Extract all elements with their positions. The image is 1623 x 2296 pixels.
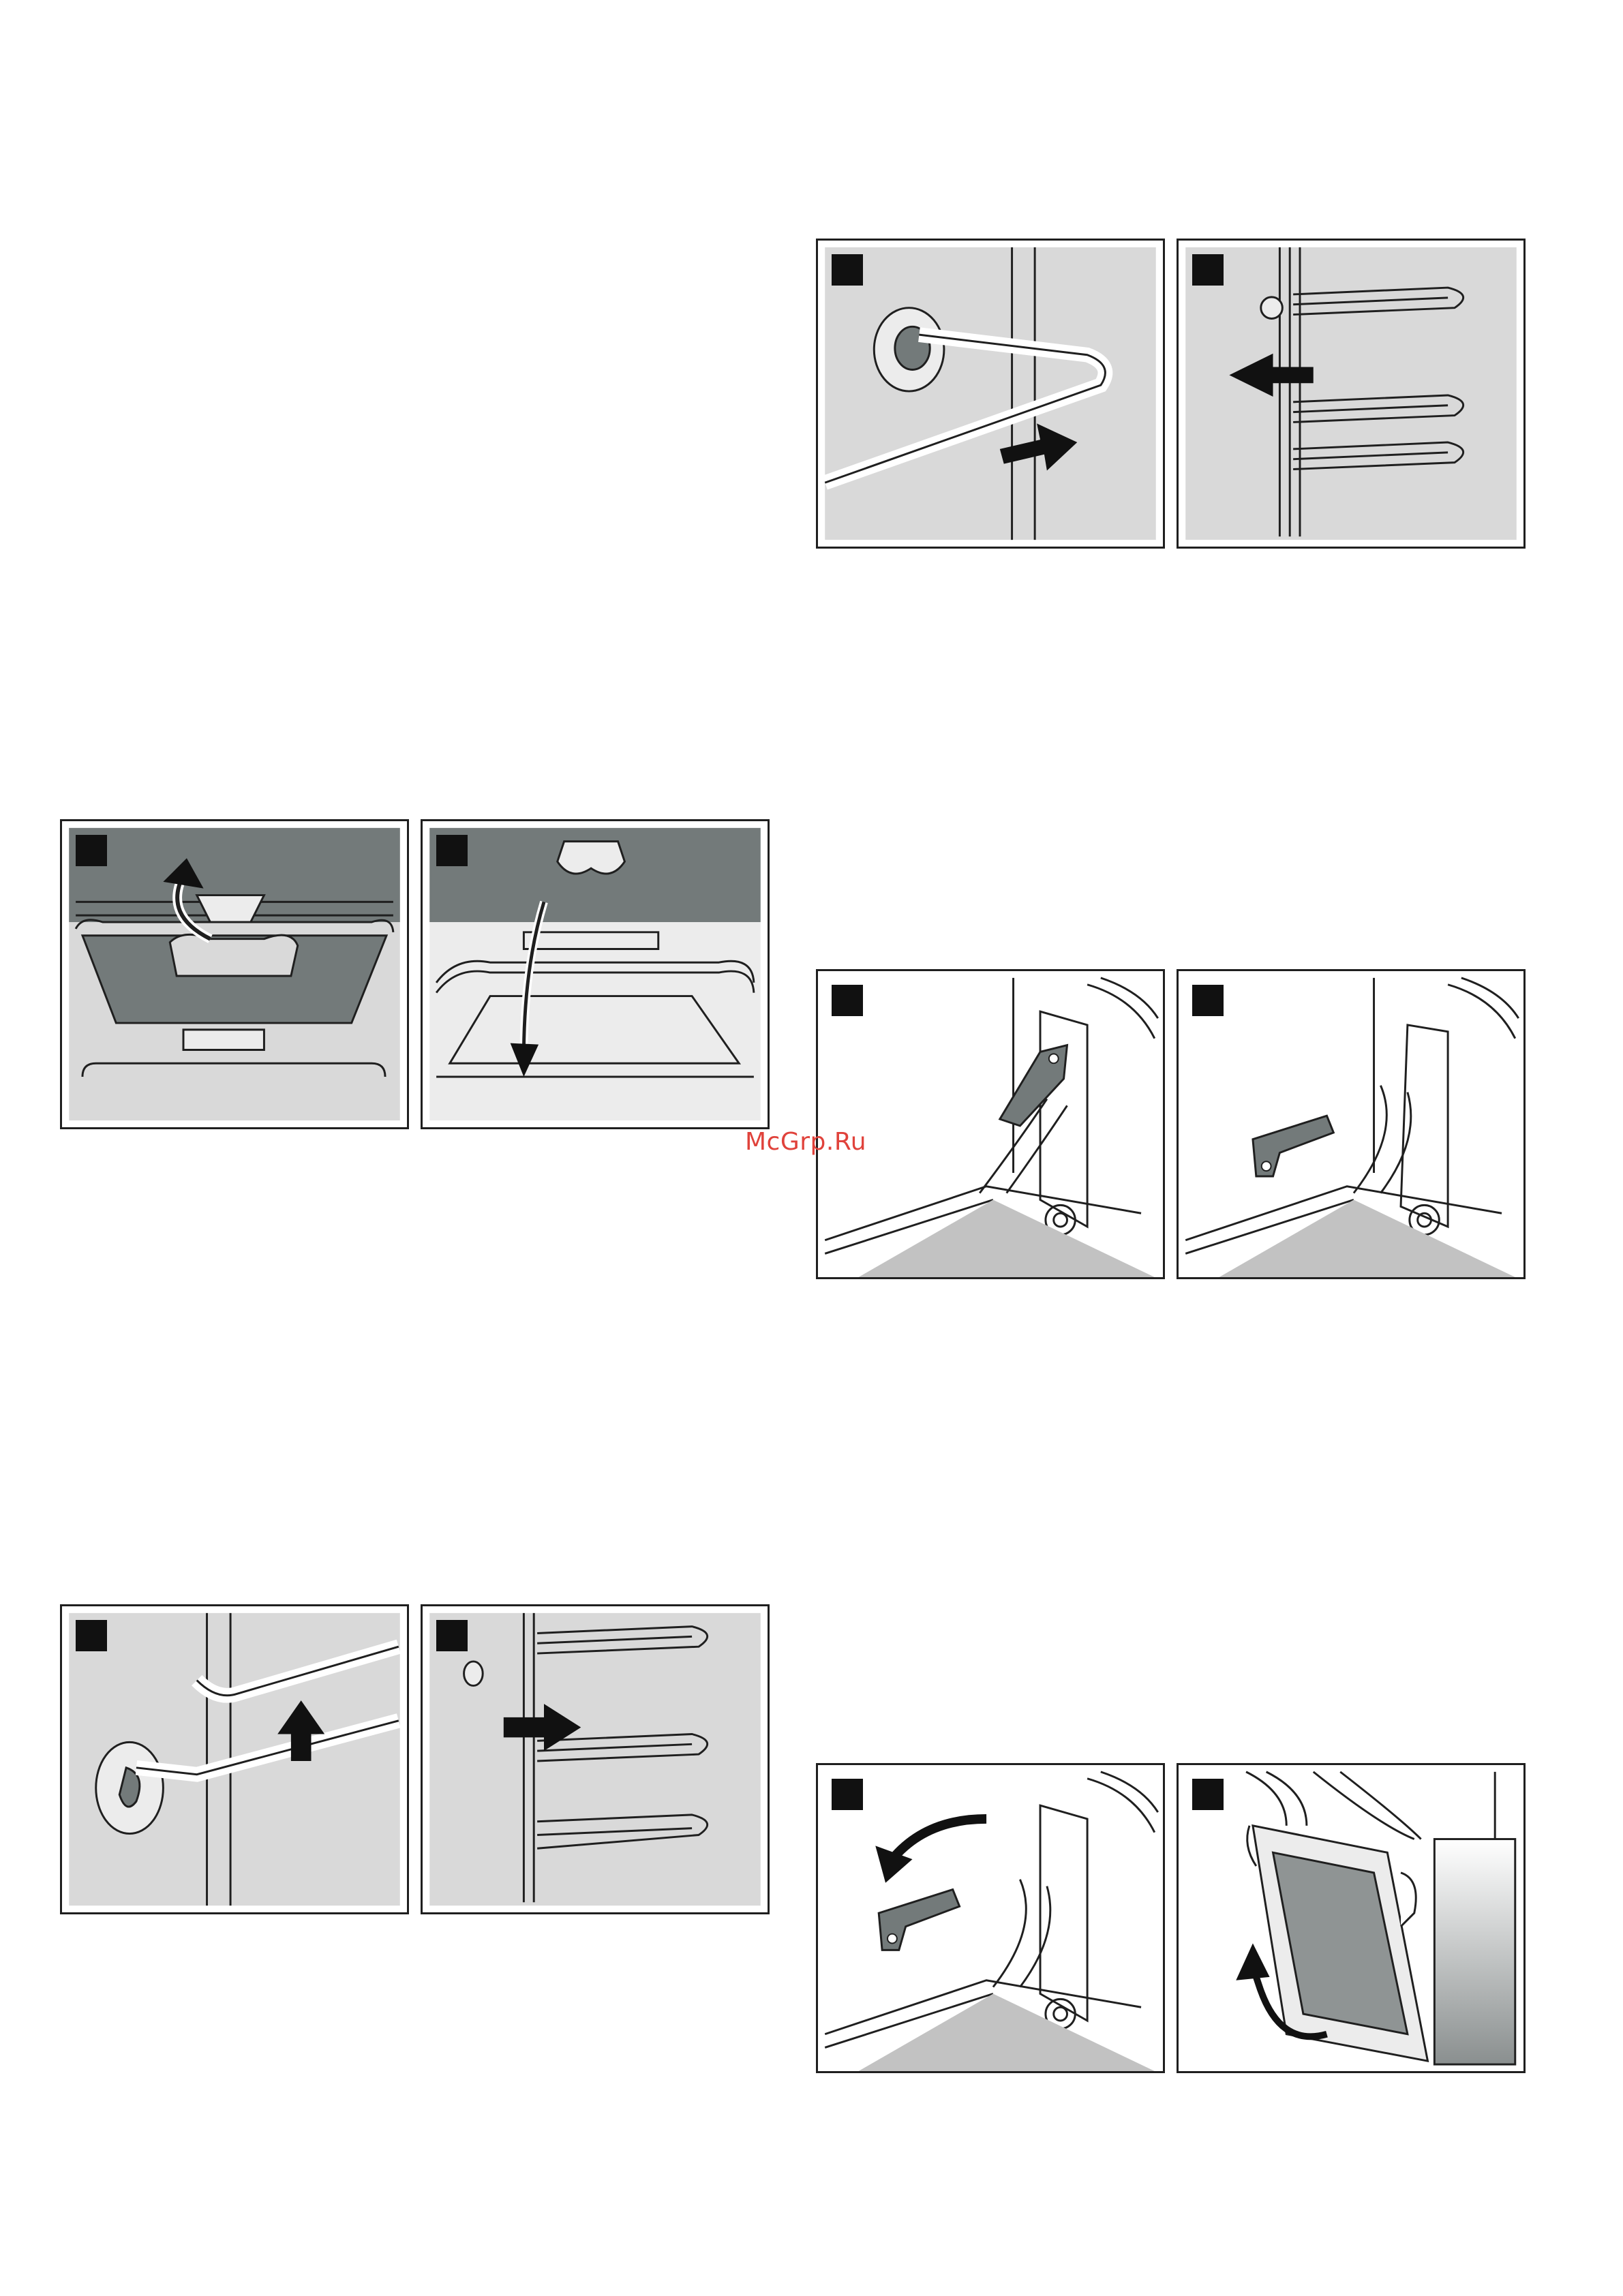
figure-rack-clip-insert <box>421 819 770 1129</box>
step-marker-icon <box>832 254 863 286</box>
figure-door-hinge-lever-swing <box>816 1763 1165 2073</box>
rail-removal-right-illustration <box>1179 241 1523 547</box>
step-marker-icon <box>1192 1779 1224 1810</box>
figure-door-lift-off <box>1177 1763 1526 2073</box>
step-marker-icon <box>436 835 468 866</box>
rack-clip-lift-illustration <box>62 821 407 1127</box>
step-marker-icon <box>832 985 863 1016</box>
step-marker-icon <box>832 1779 863 1810</box>
figure-rail-removal-left <box>816 239 1165 549</box>
figure-rack-clip-lift <box>60 819 409 1129</box>
rail-fit-right-illustration <box>423 1606 768 1912</box>
rail-fit-left-illustration <box>62 1606 407 1912</box>
step-marker-icon <box>76 835 107 866</box>
figure-door-hinge-lever-open <box>1177 969 1526 1279</box>
step-marker-icon <box>1192 254 1224 286</box>
figure-rail-fit-left <box>60 1604 409 1914</box>
rack-clip-insert-illustration <box>423 821 768 1127</box>
door-hinge-lever-closed-illustration <box>818 971 1163 1277</box>
watermark: McGrp.Ru <box>745 1128 866 1156</box>
step-marker-icon <box>1192 985 1224 1016</box>
step-marker-icon <box>76 1620 107 1651</box>
rail-removal-left-illustration <box>818 241 1163 547</box>
door-hinge-lever-open-illustration <box>1179 971 1523 1277</box>
step-marker-icon <box>436 1620 468 1651</box>
figure-rail-fit-right <box>421 1604 770 1914</box>
figure-door-hinge-lever-closed <box>816 969 1165 1279</box>
figure-rail-removal-right <box>1177 239 1526 549</box>
door-hinge-lever-swing-illustration <box>818 1765 1163 2071</box>
door-lift-off-illustration <box>1179 1765 1523 2071</box>
